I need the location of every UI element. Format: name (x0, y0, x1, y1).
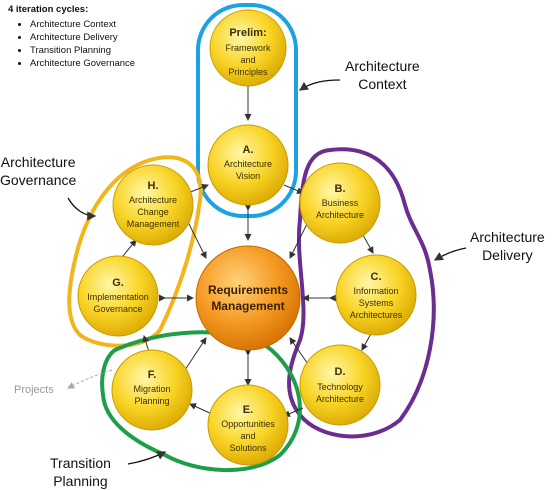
callout-line: Planning (53, 473, 108, 489)
phase-f[interactable]: F. Migration Planning (111, 349, 193, 431)
legend-item: Architecture Governance (30, 57, 135, 70)
phase-a[interactable]: A. Architecture Vision (207, 124, 289, 206)
phase-prelim-line-1: Framework (225, 43, 271, 53)
phase-f-letter: F. (148, 369, 157, 381)
phase-prelim[interactable]: Prelim: Framework and Principles (209, 9, 287, 87)
phase-a-letter: A. (243, 144, 254, 156)
legend-list: Architecture Context Architecture Delive… (8, 18, 135, 70)
phase-b-letter: B. (335, 183, 346, 195)
phase-prelim-letter: Prelim: (229, 27, 266, 39)
phase-h-line-3: Management (127, 219, 180, 229)
callout-line: Governance (0, 172, 77, 188)
phase-e-line-3: Solutions (229, 443, 267, 453)
phase-prelim-line-2: and (240, 55, 255, 65)
phase-d-line-1: Technology (317, 382, 363, 392)
projects-label: Projects (14, 384, 54, 396)
svg-text:Prelim:: Prelim: (229, 27, 266, 39)
phase-b[interactable]: B. Business Architecture (299, 162, 381, 244)
iteration-legend: 4 iteration cycles: Architecture Context… (8, 4, 135, 70)
phase-g-line-1: Implementation (87, 292, 149, 302)
callout-line: Delivery (482, 247, 533, 263)
phase-c-line-1: Information (353, 286, 398, 296)
requirements-management[interactable]: Requirements Management (195, 245, 301, 351)
legend-item: Architecture Context (30, 18, 135, 31)
phase-c[interactable]: C. Information Systems Architectures (335, 254, 417, 336)
phase-e-line-1: Opportunities (221, 419, 275, 429)
phase-f-line-2: Planning (134, 396, 169, 406)
center-line-1: Requirements (208, 283, 288, 297)
callout-transition-planning: Transition Planning (50, 454, 111, 490)
phase-g-letter: G. (112, 277, 124, 289)
callout-architecture-governance: Architecture Governance (0, 153, 76, 189)
callout-architecture-delivery: Architecture Delivery (470, 228, 545, 264)
callout-architecture-context: Architecture Context (345, 57, 420, 93)
callout-line: Architecture (345, 58, 420, 74)
legend-title: 4 iteration cycles: (8, 4, 89, 15)
phase-c-letter: C. (371, 271, 382, 283)
phase-d[interactable]: D. Technology Architecture (299, 344, 381, 426)
callout-line: Architecture (0, 154, 76, 170)
phase-b-line-2: Architecture (316, 210, 364, 220)
projects-arrow (67, 369, 113, 389)
callout-line: Architecture (470, 229, 545, 245)
phase-a-line-2: Vision (236, 171, 260, 181)
phase-d-letter: D. (335, 366, 346, 378)
phase-g-line-2: Governance (93, 304, 142, 314)
callout-arrows (67, 79, 467, 465)
phase-h-line-1: Architecture (129, 195, 177, 205)
phase-g[interactable]: G. Implementation Governance (77, 255, 159, 337)
phase-h-line-2: Change (137, 207, 169, 217)
phase-e[interactable]: E. Opportunities and Solutions (207, 384, 289, 466)
phase-f-line-1: Migration (133, 384, 170, 394)
phase-b-line-1: Business (322, 198, 359, 208)
phase-e-line-2: and (240, 431, 255, 441)
phase-d-line-2: Architecture (316, 394, 364, 404)
callout-line: Context (358, 76, 407, 92)
phase-c-line-3: Architectures (350, 310, 403, 320)
phase-a-line-1: Architecture (224, 159, 272, 169)
phase-h-letter: H. (148, 180, 159, 192)
callout-line: Transition (50, 455, 111, 471)
legend-item: Architecture Delivery (30, 31, 135, 44)
phase-h[interactable]: H. Architecture Change Management (112, 164, 194, 246)
phase-e-letter: E. (243, 404, 253, 416)
phase-c-line-2: Systems (359, 298, 394, 308)
center-line-2: Management (211, 299, 284, 313)
legend-item: Transition Planning (30, 44, 135, 57)
phase-prelim-line-3: Principles (228, 67, 268, 77)
